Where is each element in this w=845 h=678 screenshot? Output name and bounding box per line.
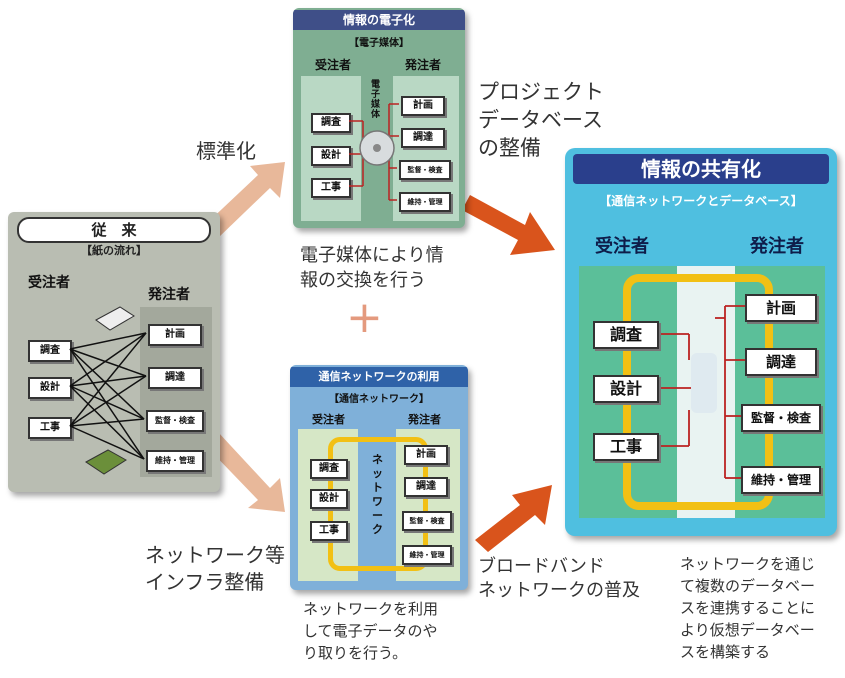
electronic-box-planning: 計画	[401, 96, 445, 116]
electronic-caption: 電子媒体により情 報の交換を行う	[300, 245, 444, 291]
network-box-planning: 計画	[404, 445, 448, 465]
shared-caption: ネットワークを通じ て複数のデータベー スを連携することに より仮想データベー …	[680, 555, 816, 661]
shared-panel: 情報の共有化 【通信ネットワークとデータベース】 受注者 発注者 調査 設計 工…	[565, 148, 837, 536]
shared-subtitle: 【通信ネットワークとデータベース】	[599, 194, 803, 208]
network-box-procurement: 調達	[404, 477, 448, 497]
conventional-box-planning: 計画	[148, 324, 202, 346]
shared-contractor-label: 受注者	[595, 236, 649, 257]
project-database-label: プロジェクト データベース の整備	[478, 80, 604, 160]
electronic-box-inspection: 監督・検査	[399, 160, 451, 180]
network-client-label: 発注者	[408, 413, 441, 426]
shared-box-construction: 工事	[593, 433, 659, 461]
shared-box-design: 設計	[593, 375, 659, 403]
network-subtitle: 【通信ネットワーク】	[329, 394, 429, 405]
conventional-subtitle: 【紙の流れ】	[81, 244, 147, 257]
network-infra-label: ネットワーク等 インフラ整備	[145, 543, 285, 594]
paper-stack-icon	[95, 306, 135, 331]
shared-box-maintenance: 維持・管理	[741, 466, 821, 494]
arrow-to-shared-top	[462, 195, 555, 255]
shared-box-procurement: 調達	[745, 348, 817, 376]
conventional-box-maintenance: 維持・管理	[146, 450, 204, 472]
conventional-box-procurement: 調達	[148, 367, 202, 389]
shared-database-icon	[691, 353, 717, 413]
conventional-panel: 従 来 【紙の流れ】 受注者 発注者 調査 設計 工事 計画 調達 監督・検査 …	[8, 212, 220, 492]
shared-links	[657, 305, 745, 479]
standardization-label: 標準化	[196, 139, 256, 163]
network-box-design: 設計	[310, 489, 348, 509]
electronic-panel: 情報の電子化 【電子媒体】 受注者 発注者 調査 設計 工事 計画 調達 監督・…	[293, 8, 465, 228]
electronic-box-survey: 調査	[311, 113, 351, 133]
electronic-box-design: 設計	[311, 146, 351, 166]
electronic-media-label: 電子媒体	[371, 80, 381, 120]
network-box-maintenance: 維持・管理	[402, 545, 452, 565]
shared-box-survey: 調査	[593, 321, 659, 349]
paper-stack-bottom-icon	[85, 449, 127, 475]
shared-box-inspection: 監督・検査	[741, 404, 821, 432]
electronic-contractor-label: 受注者	[315, 58, 352, 72]
conventional-title: 従 来	[17, 217, 211, 243]
conventional-box-inspection: 監督・検査	[146, 410, 204, 432]
electronic-box-procurement: 調達	[401, 128, 445, 148]
electronic-title: 情報の電子化	[293, 10, 465, 30]
network-box-survey: 調査	[310, 459, 348, 479]
conventional-contractor-label: 受注者	[28, 275, 70, 291]
electronic-client-label: 発注者	[405, 58, 442, 72]
paper-flow-lines	[69, 306, 147, 475]
network-title: 通信ネットワークの利用	[290, 367, 468, 387]
shared-client-label: 発注者	[750, 236, 804, 257]
network-box-construction: 工事	[310, 521, 348, 541]
shared-box-planning: 計画	[745, 294, 817, 322]
arrow-to-shared-bottom	[475, 485, 552, 552]
plus-sign: +	[346, 292, 383, 343]
broadband-label: ブロードバンド ネットワークの普及	[478, 556, 640, 601]
network-panel: 通信ネットワークの利用 【通信ネットワーク】 受注者 発注者 ネットワーク 調査…	[290, 365, 468, 590]
network-box-inspection: 監督・検査	[402, 511, 452, 531]
electronic-links	[349, 103, 399, 201]
electronic-box-construction: 工事	[311, 178, 351, 198]
electronic-subtitle: 【電子媒体】	[349, 38, 409, 49]
network-label: ネットワーク	[372, 453, 383, 536]
electronic-box-maintenance: 維持・管理	[399, 192, 451, 212]
conventional-client-label: 発注者	[148, 287, 190, 303]
network-caption: ネットワークを利用 して電子データのや り取りを行う。	[303, 600, 439, 662]
arrow-to-network	[205, 432, 285, 512]
arrow-to-electronic	[205, 162, 285, 238]
network-contractor-label: 受注者	[312, 413, 345, 426]
shared-title: 情報の共有化	[573, 154, 829, 184]
conventional-box-construction: 工事	[28, 417, 72, 439]
